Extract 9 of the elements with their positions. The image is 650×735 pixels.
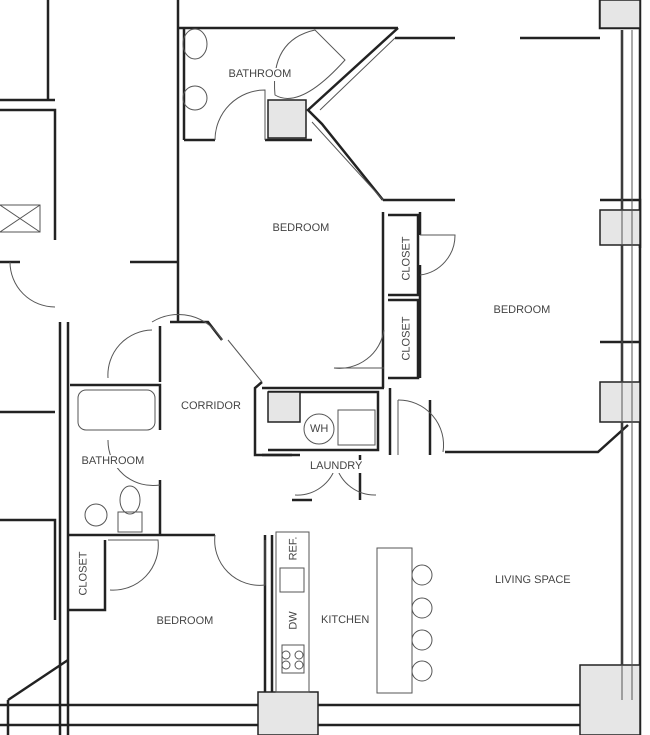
room-label: KITCHEN	[319, 614, 372, 626]
room-label: BEDROOM	[270, 222, 332, 234]
room-label: BEDROOM	[492, 304, 552, 316]
room-label: BATHROOM	[80, 454, 146, 468]
room-label: BATHROOM	[226, 68, 294, 80]
room-label: LIVING SPACE	[493, 574, 573, 586]
room-label: BEDROOM	[154, 614, 216, 628]
room-label: CORRIDOR	[179, 400, 243, 412]
room-label: LAUNDRY	[308, 460, 364, 472]
